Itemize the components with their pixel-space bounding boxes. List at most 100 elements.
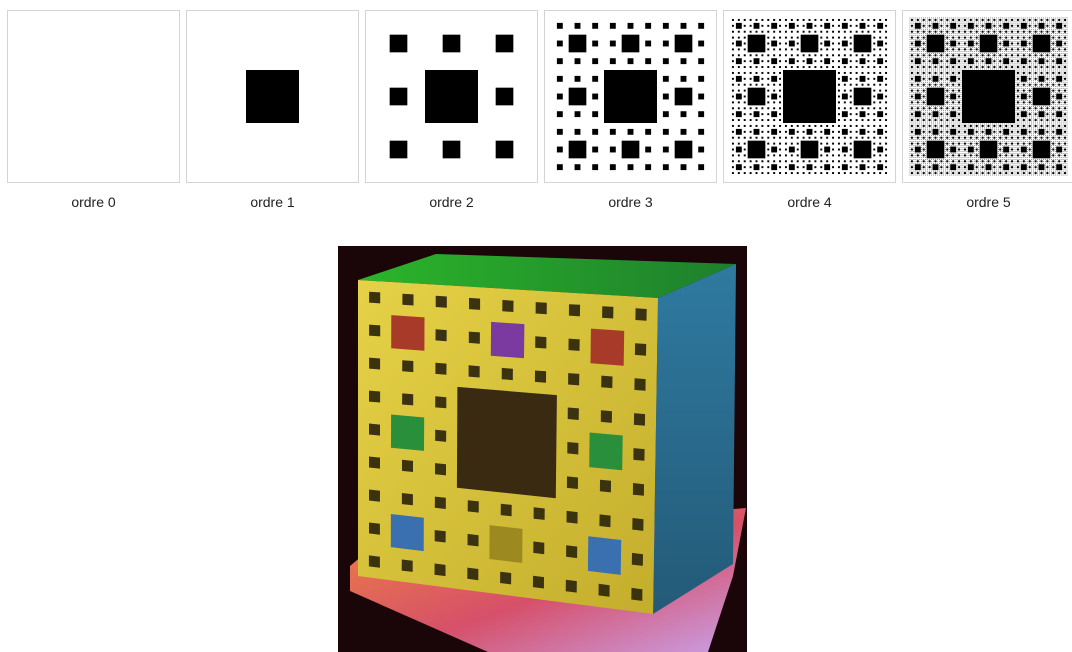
carpet-square (1020, 143, 1021, 144)
carpet-square (931, 112, 932, 113)
carpet-square (862, 54, 864, 56)
carpet-square (982, 25, 984, 27)
carpet-square (974, 159, 975, 160)
carpet-square (1025, 153, 1026, 154)
carpet-square (947, 104, 948, 105)
carpet-square (971, 145, 972, 146)
carpet-square (1024, 122, 1025, 123)
carpet-square (925, 26, 926, 27)
carpet-square (940, 84, 942, 86)
carpet-square (910, 165, 911, 166)
carpet-square (856, 107, 858, 109)
carpet-square (1043, 33, 1044, 34)
carpet-square (1000, 57, 1001, 58)
carpet-square (982, 128, 983, 129)
carpet-square (976, 143, 978, 145)
carpet-square (925, 122, 926, 123)
carpet-square (1063, 59, 1064, 60)
carpet-square (990, 171, 991, 172)
carpet-square (939, 69, 940, 70)
carpet-square (1051, 92, 1052, 93)
carpet-square (916, 143, 917, 144)
carpet-square (779, 54, 781, 56)
carpet-square (945, 151, 946, 152)
carpet-square (923, 71, 924, 72)
carpet-square (947, 130, 948, 131)
carpet-square (947, 151, 948, 152)
carpet-square (959, 22, 960, 23)
carpet-square (1051, 80, 1052, 81)
carpet-square (945, 39, 946, 40)
carpet-square (1064, 90, 1066, 92)
carpet-square (1039, 110, 1040, 111)
carpet-square (912, 159, 913, 160)
carpet-square (963, 139, 964, 140)
carpet-square (1008, 163, 1009, 164)
carpet-square (1014, 49, 1015, 50)
carpet-square (976, 47, 977, 48)
carpet-square (953, 57, 954, 58)
carpet-square (941, 53, 942, 54)
carpet-square (945, 43, 946, 44)
carpet-square (756, 119, 758, 121)
carpet-square (1055, 31, 1056, 32)
carpet-square (957, 151, 958, 152)
carpet-square (1065, 41, 1066, 42)
carpet-square (984, 124, 985, 125)
carpet-square (955, 137, 956, 138)
carpet-square (921, 33, 922, 34)
carpet-square (1031, 71, 1032, 72)
carpet-square (1041, 75, 1042, 76)
carpet-square (1063, 24, 1064, 25)
carpet-square (1027, 43, 1028, 44)
carpet-square (860, 164, 866, 170)
carpet-square (970, 19, 972, 21)
carpet-square (1064, 43, 1066, 45)
carpet-square (1051, 27, 1052, 28)
carpet-square (992, 159, 993, 160)
carpet-square (1022, 110, 1023, 111)
carpet-square (1020, 141, 1021, 142)
carpet-square (914, 96, 915, 97)
carpet-square (1010, 155, 1011, 156)
carpet-square (953, 33, 954, 34)
carpet-square (1029, 94, 1030, 95)
carpet-square (1012, 165, 1013, 166)
carpet-square (955, 155, 956, 156)
carpet-square (1067, 18, 1068, 19)
carpet-square (1031, 133, 1032, 134)
carpet-square (1033, 29, 1034, 30)
carpet-square (736, 94, 742, 100)
carpet-square (976, 22, 977, 23)
carpet-square (951, 65, 952, 66)
carpet-square (919, 141, 920, 142)
carpet-square (921, 35, 922, 36)
carpet-square (1033, 118, 1034, 119)
carpet-square (736, 147, 742, 153)
carpet-square (967, 133, 968, 134)
carpet-square (947, 116, 948, 117)
carpet-square (744, 149, 746, 151)
carpet-square (945, 79, 946, 80)
carpet-square (1047, 24, 1048, 25)
carpet-square (1004, 51, 1005, 52)
carpet-square (1047, 18, 1048, 19)
carpet-square (773, 37, 775, 39)
carpet-square (923, 92, 924, 93)
carpet-square (1027, 67, 1028, 68)
carpet-square (744, 48, 746, 50)
carpet-square (999, 137, 1001, 139)
carpet-square (838, 19, 840, 21)
carpet-square (961, 53, 962, 54)
carpet-square (961, 49, 962, 50)
carpet-square (916, 173, 917, 174)
carpet-square (914, 175, 915, 176)
carpet-square (1025, 145, 1026, 146)
carpet-square (949, 51, 950, 52)
carpet-square (1031, 65, 1032, 66)
carpet-square (998, 61, 999, 62)
carpet-square (955, 65, 956, 66)
carpet-square (961, 92, 962, 93)
carpet-square (998, 143, 999, 144)
carpet-square (965, 24, 966, 25)
